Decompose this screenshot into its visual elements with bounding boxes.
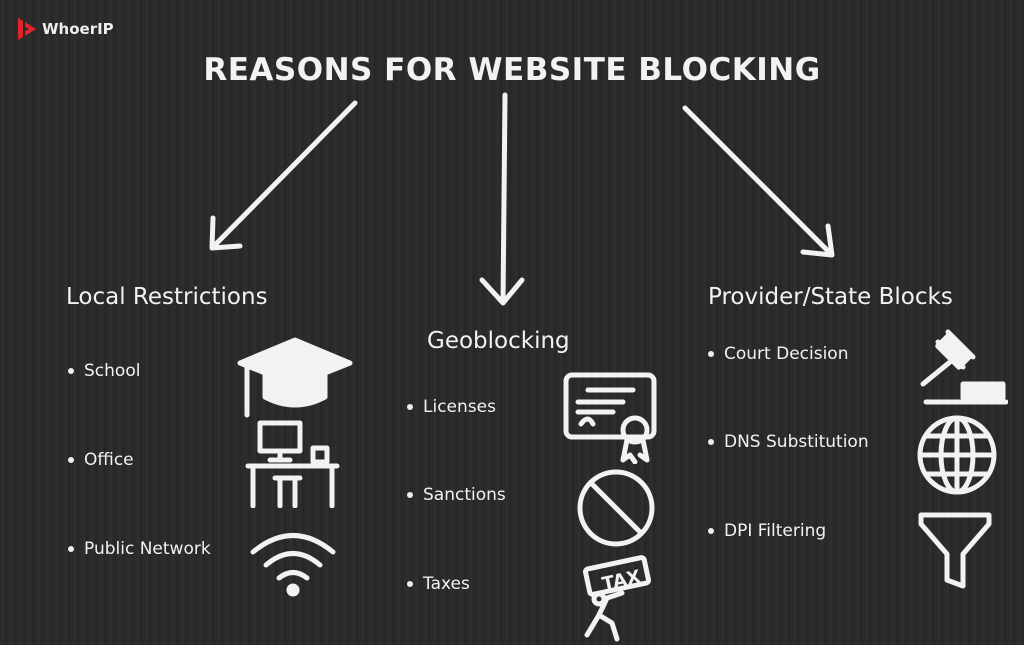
desk-computer-icon [245,420,340,508]
arrow-right-icon [682,105,835,258]
page-title: REASONS FOR WEBSITE BLOCKING [203,52,821,88]
heading-local-restrictions: Local Restrictions [66,284,268,310]
list-item-dpi-filtering: DPI Filtering [708,521,826,541]
logo: WhoerIP [18,18,114,40]
arrow-center-icon [479,92,525,306]
whoerip-logo-icon [18,18,36,40]
graduation-cap-icon [237,337,353,418]
globe-icon [917,415,997,495]
list-item-dns-substitution: DNS Substitution [708,432,869,452]
funnel-icon [918,512,992,589]
list-item-taxes: Taxes [407,574,470,594]
brand-name: WhoerIP [42,20,114,38]
wifi-icon [250,533,336,597]
list-item-public-network: Public Network [68,539,211,559]
list-item-court-decision: Court Decision [708,344,848,364]
list-item-licenses: Licenses [407,397,496,417]
arrow-left-icon [209,100,358,251]
list-item-school: School [68,361,140,381]
tax-burden-icon: TAX [583,555,651,642]
gavel-icon [920,329,1008,405]
list-item-sanctions: Sanctions [407,485,506,505]
prohibited-icon [577,469,655,547]
certificate-icon [563,372,657,464]
list-item-office: Office [68,450,134,470]
heading-geoblocking: Geoblocking [427,328,570,354]
heading-provider-state-blocks: Provider/State Blocks [708,284,953,310]
